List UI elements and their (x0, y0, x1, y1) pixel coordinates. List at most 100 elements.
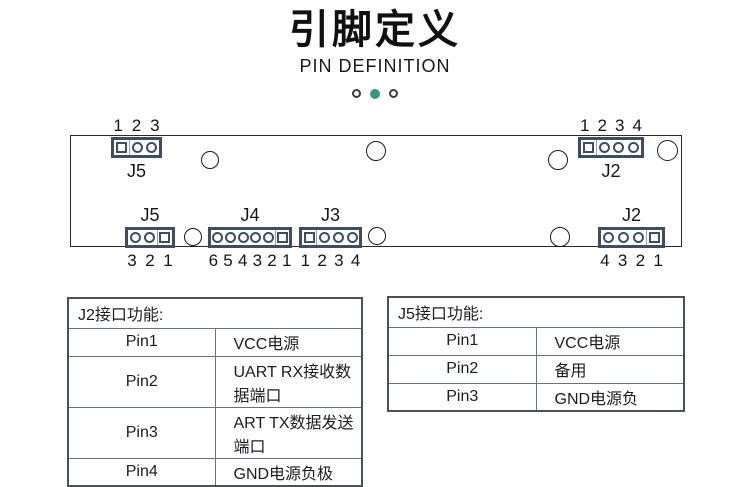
pin-circle-icon (263, 232, 275, 243)
pin-circle-icon (332, 232, 344, 243)
pin-square-cell (581, 140, 597, 155)
pin-circle-cell (128, 230, 142, 245)
pin-circle-icon (603, 232, 614, 243)
pin-circle-icon (633, 232, 644, 243)
board-hole-icon (368, 227, 386, 245)
pin-circle-icon (131, 142, 143, 153)
connector-label-top-j5: J5 (126, 161, 146, 181)
board-hole-icon (548, 150, 568, 170)
pin-circle-icon (318, 232, 330, 243)
pin1-square-icon (303, 232, 315, 243)
pin-name-cell: Pin3 (67, 406, 216, 459)
pin-circle-cell (144, 140, 159, 155)
pin-circle-cell (211, 230, 224, 245)
pin-name-cell: Pin1 (67, 327, 216, 357)
carousel-dot-3[interactable] (389, 89, 398, 99)
pin-circle-cell (631, 230, 646, 245)
pin-circle-icon (628, 142, 640, 153)
pin-circle-cell (601, 230, 616, 245)
pin-circle-icon (146, 142, 158, 153)
pin1-square-icon (277, 232, 289, 243)
carousel-dot-2-active[interactable] (370, 88, 380, 99)
page-subtitle: PIN DEFINITION (299, 56, 451, 76)
connector-label-bottom-j2: J2 (621, 205, 641, 225)
pin1-square-icon (582, 142, 594, 153)
pin-name-cell: Pin2 (67, 355, 216, 408)
pin-circle-cell (626, 140, 641, 155)
pin-circle-cell (345, 230, 359, 245)
pin-function-cell: VCC电源 (535, 326, 685, 356)
pin-circle-cell (616, 230, 631, 245)
pin-square-cell (275, 230, 289, 245)
pin1-square-icon (115, 142, 127, 153)
pin-circle-icon (250, 232, 262, 243)
pin-name-cell: Pin4 (67, 457, 216, 487)
pin-function-cell: VCC电源 (214, 327, 363, 357)
pin-function-cell: ART TX数据发送端口 (214, 406, 363, 459)
table-title-j2: J2接口功能: (67, 297, 363, 329)
table-title-j5: J5接口功能: (387, 296, 685, 328)
pin-square-cell (646, 230, 662, 245)
pin-circle-icon (618, 232, 629, 243)
carousel-dots (0, 88, 750, 99)
connector-label-bottom-j4: J4 (240, 205, 260, 225)
pin-function-cell: GND电源负极 (214, 457, 363, 487)
pin-circle-icon (224, 232, 236, 243)
pin-circle-cell (317, 230, 331, 245)
pin-circle-icon (129, 232, 141, 243)
pin-square-cell (156, 230, 172, 245)
pin-circle-icon (211, 232, 223, 243)
pin-name-cell: Pin3 (387, 382, 537, 412)
pin-circle-cell (597, 140, 612, 155)
pin-circle-icon (613, 142, 625, 153)
pin-circle-icon (237, 232, 249, 243)
carousel-dot-1[interactable] (352, 89, 361, 99)
pin-circle-cell (612, 140, 627, 155)
pin-function-cell: GND电源负 (535, 382, 685, 412)
connector-body (299, 227, 362, 248)
connector-body (598, 227, 665, 248)
board-hole-icon (366, 141, 386, 161)
pin-name-cell: Pin2 (387, 354, 537, 384)
pin-name-cell: Pin1 (387, 326, 537, 356)
board-hole-icon (184, 228, 202, 246)
page-title: 引脚定义 (289, 8, 461, 52)
table-header-row: J5接口功能: (387, 296, 685, 328)
pin-circle-cell (224, 230, 237, 245)
connector-body (125, 227, 175, 248)
table-header-row: J2接口功能: (67, 297, 363, 329)
board-hole-icon (550, 227, 570, 247)
connector-label-bottom-j5: J5 (140, 205, 160, 225)
connector-label-top-j2: J2 (601, 161, 621, 181)
connector-body (208, 227, 292, 248)
connector-body (111, 137, 162, 158)
page-header: 引脚定义 PIN DEFINITION (0, 6, 750, 99)
pin-circle-cell (249, 230, 262, 245)
pin-function-cell: 备用 (535, 354, 685, 384)
pin-circle-cell (142, 230, 156, 245)
pin-circle-cell (331, 230, 345, 245)
pin1-square-icon (649, 232, 660, 243)
board-hole-icon (201, 151, 219, 169)
pin-square-cell (114, 140, 130, 155)
